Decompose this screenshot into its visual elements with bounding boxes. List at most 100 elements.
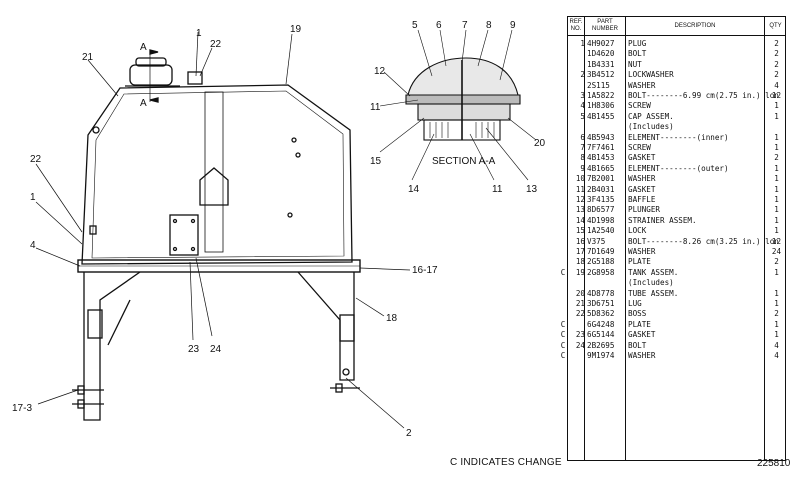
quantity: 1 <box>774 111 779 121</box>
ref-number: 2 <box>580 70 585 80</box>
change-mark: C <box>560 319 566 329</box>
ref-number: 24 <box>575 340 585 350</box>
description: BOLT <box>628 340 647 350</box>
callout-19: 19 <box>290 24 302 35</box>
ref-number: 19 <box>575 267 585 277</box>
callout-1-left: 1 <box>30 192 36 203</box>
section-mark-a-bottom: A <box>140 98 147 109</box>
description: (Includes) <box>628 278 674 288</box>
part-number: 2B4031 <box>587 184 615 194</box>
description: SCREW <box>628 143 651 152</box>
ref-number: 22 <box>575 309 585 319</box>
callout-17-3: 17-3 <box>12 403 32 414</box>
part-number: 3B4512 <box>587 70 615 80</box>
quantity: 24 <box>771 247 782 256</box>
section-callout-20: 20 <box>534 138 546 149</box>
section-label: SECTION A-A <box>432 156 496 167</box>
section-callout-12: 12 <box>374 66 386 77</box>
quantity: 1 <box>774 174 779 184</box>
part-number: 1H8306 <box>587 101 615 111</box>
part-number: 4D1998 <box>587 215 615 225</box>
quantity: 1 <box>774 299 779 308</box>
description: WASHER <box>628 80 656 90</box>
part-number: 2S115 <box>587 80 610 90</box>
quantity: 1 <box>774 101 779 111</box>
section-callout-11-left: 11 <box>370 102 381 113</box>
part-number: 7D1649 <box>587 247 615 256</box>
part-number: 4B1665 <box>587 163 615 173</box>
inspection-plate <box>169 214 199 256</box>
left-bracket <box>83 271 141 421</box>
change-mark: C <box>560 340 566 350</box>
callout-21: 21 <box>82 52 94 63</box>
header-ref: REF. NO. <box>569 19 583 32</box>
callout-23: 23 <box>188 344 200 355</box>
part-number: 6G4248 <box>587 319 615 329</box>
ref-number: 6 <box>580 132 585 142</box>
part-number: 2B2695 <box>587 340 615 350</box>
quantity: 2 <box>774 257 779 267</box>
quantity: 4 <box>774 340 779 350</box>
part-number: 1B4331 <box>587 59 615 69</box>
change-mark: C <box>560 330 566 340</box>
description: ELEMENT--------(inner) <box>628 132 729 142</box>
description: CAP ASSEM. <box>628 111 674 121</box>
callout-1-top: 1 <box>196 28 202 39</box>
description: PLATE <box>628 319 651 329</box>
ref-number: 14 <box>575 215 585 225</box>
quantity: 2 <box>774 39 779 48</box>
part-number: 3F4135 <box>587 195 615 204</box>
quantity: 2 <box>774 59 779 69</box>
part-number: 7F7461 <box>587 143 615 152</box>
bracket-bolts <box>72 383 360 409</box>
quantity: 2 <box>774 49 779 59</box>
quantity: 12 <box>771 236 782 246</box>
description: WASHER <box>628 247 656 256</box>
part-number: 5D8362 <box>587 309 615 319</box>
quantity: 2 <box>774 70 779 80</box>
description: LUG <box>628 299 642 308</box>
part-number: 1D4620 <box>587 49 615 59</box>
ref-number: 11 <box>575 184 585 194</box>
section-callout-11-bottom: 11 <box>492 184 503 195</box>
table-row: (Includes) <box>568 278 787 287</box>
section-a-a-view <box>379 29 537 181</box>
tank-body <box>81 84 353 265</box>
ref-number: 9 <box>580 163 585 173</box>
description: GASKET <box>628 153 656 163</box>
description: BOLT--------6.99 cm(2.75 in.) long <box>628 91 778 100</box>
description: WASHER <box>628 351 656 360</box>
ref-number: 12 <box>575 195 585 204</box>
document-number: 225810 <box>757 458 791 469</box>
section-callout-9: 9 <box>510 20 516 31</box>
ref-number: 20 <box>575 288 585 298</box>
description: PLUNGER <box>628 205 661 215</box>
change-note: C INDICATES CHANGE <box>450 457 562 468</box>
callout-22-top: 22 <box>210 39 222 50</box>
quantity: 2 <box>774 153 779 163</box>
ref-number: 21 <box>575 299 585 308</box>
callout-2: 2 <box>406 428 412 439</box>
quantity: 1 <box>774 267 779 277</box>
part-number: 4B1455 <box>587 111 615 121</box>
ref-number: 4 <box>580 101 585 111</box>
description: SCREW <box>628 101 651 111</box>
ref-number: 13 <box>575 205 585 215</box>
